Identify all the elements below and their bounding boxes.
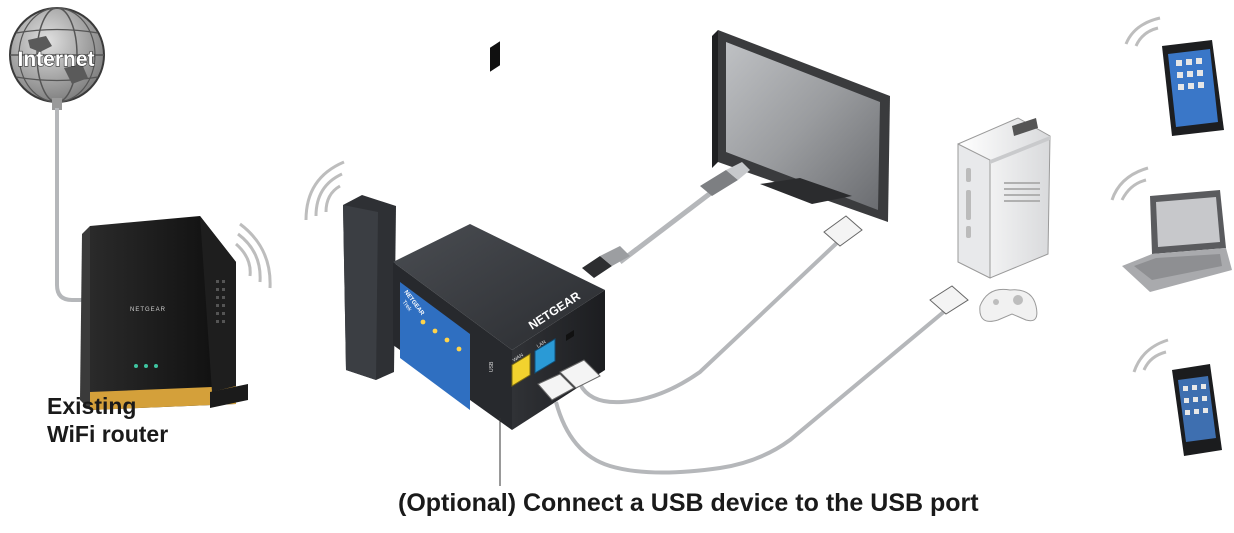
- usb-callout-caption: (Optional) Connect a USB device to the U…: [398, 489, 979, 517]
- wifi-signal-icon: [1110, 166, 1149, 201]
- ethernet-cable-monitor: [578, 238, 842, 405]
- lan-port-label: LAN: [536, 339, 548, 350]
- tablet-icon: [1162, 40, 1224, 136]
- wifi-signal-icon: [304, 160, 345, 221]
- router-caption: Existing WiFi router: [47, 392, 168, 448]
- wifi-signal-icon: [234, 222, 272, 289]
- wan-port-label: WAN: [512, 352, 525, 363]
- usb-cable: [618, 190, 714, 264]
- router-icon: [80, 216, 248, 410]
- ethernet-plug-icon: [537, 215, 969, 401]
- laptop-icon: [1122, 190, 1232, 292]
- game-console-icon: [957, 117, 1051, 279]
- globe-icon: [9, 7, 105, 110]
- travel-router-icon: [343, 41, 605, 430]
- monitor-icon: [712, 30, 890, 222]
- internet-label: Internet: [17, 48, 94, 71]
- router-caption-line2: WiFi router: [47, 421, 169, 447]
- wifi-signal-icon: [1124, 16, 1161, 47]
- controller-icon: [979, 288, 1038, 322]
- usb-port-label: USB: [489, 361, 495, 372]
- usb-plug-icon: [582, 162, 750, 278]
- router-caption-line1: Existing: [47, 393, 137, 419]
- ethernet-cable-console: [554, 308, 948, 475]
- smartphone-icon: [1172, 364, 1222, 456]
- wifi-signal-icon: [1132, 338, 1169, 373]
- router-brand: NETGEAR: [130, 307, 166, 313]
- internet-cable: [55, 108, 115, 302]
